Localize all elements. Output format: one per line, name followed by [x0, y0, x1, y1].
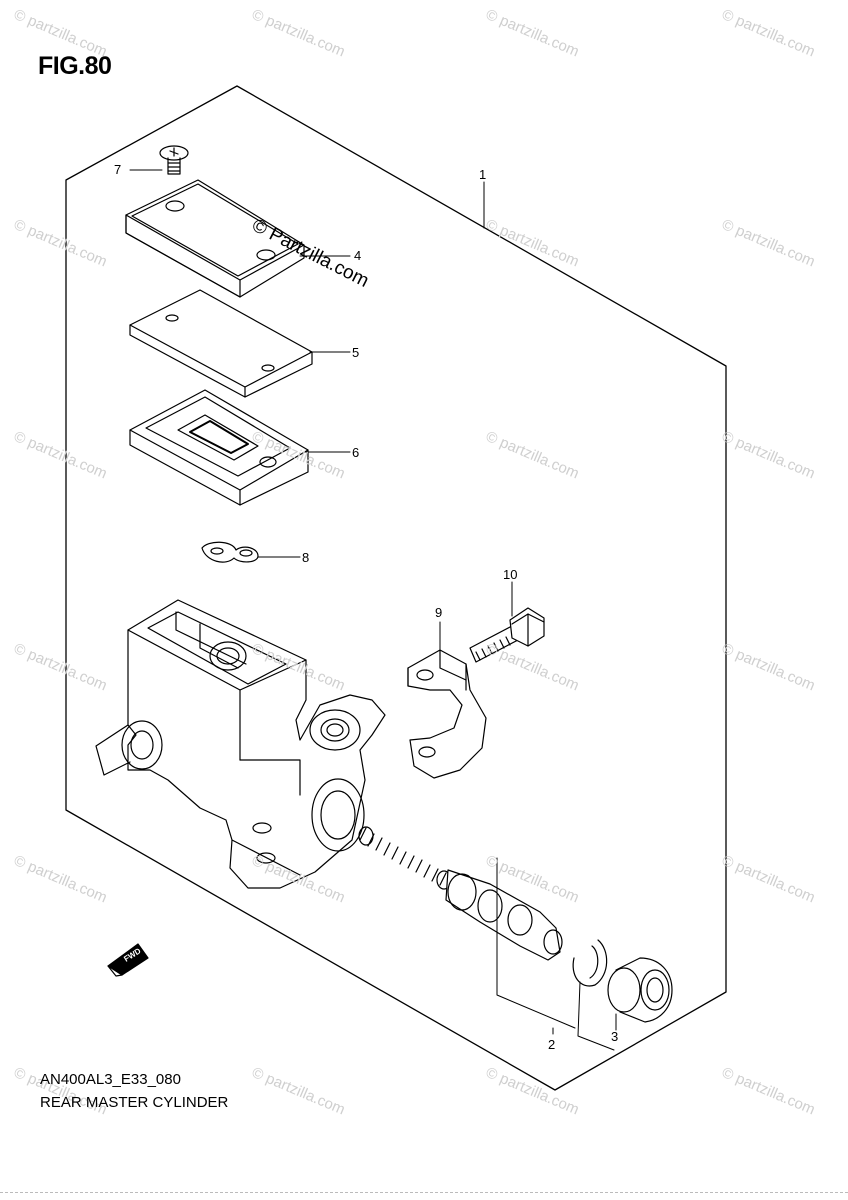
callout-3: 3: [611, 1029, 618, 1044]
part-circlip: [572, 939, 608, 987]
figure-code: AN400AL3_E33_080: [40, 1071, 181, 1088]
fwd-arrow: [107, 943, 149, 977]
part-8-clip: [201, 541, 259, 563]
part-10-bolt: [469, 607, 545, 663]
callout-6: 6: [352, 445, 359, 460]
callout-2: 2: [548, 1037, 555, 1052]
part-9-clamp: [407, 649, 487, 779]
page-divider: [0, 1192, 848, 1193]
callout-1: 1: [479, 167, 486, 182]
callout-7: 7: [114, 162, 121, 177]
part-5-plate: [129, 289, 313, 398]
callout-5: 5: [352, 345, 359, 360]
part-3-boot: [607, 957, 673, 1023]
part-6-diaphragm: [129, 389, 309, 506]
callout-8: 8: [302, 550, 309, 565]
leader-lines: [129, 169, 617, 1051]
callout-10: 10: [503, 567, 517, 582]
part-1-cylinder-body: [95, 599, 386, 889]
part-2-piston-set: [358, 826, 563, 961]
part-7-screw: [159, 145, 189, 175]
figure-description: REAR MASTER CYLINDER: [40, 1094, 229, 1111]
fig-title: FIG.80: [38, 52, 112, 80]
assembly-outline: [65, 85, 727, 1091]
part-4-cap: [125, 179, 305, 298]
callout-4: 4: [354, 248, 361, 263]
callout-9: 9: [435, 605, 442, 620]
